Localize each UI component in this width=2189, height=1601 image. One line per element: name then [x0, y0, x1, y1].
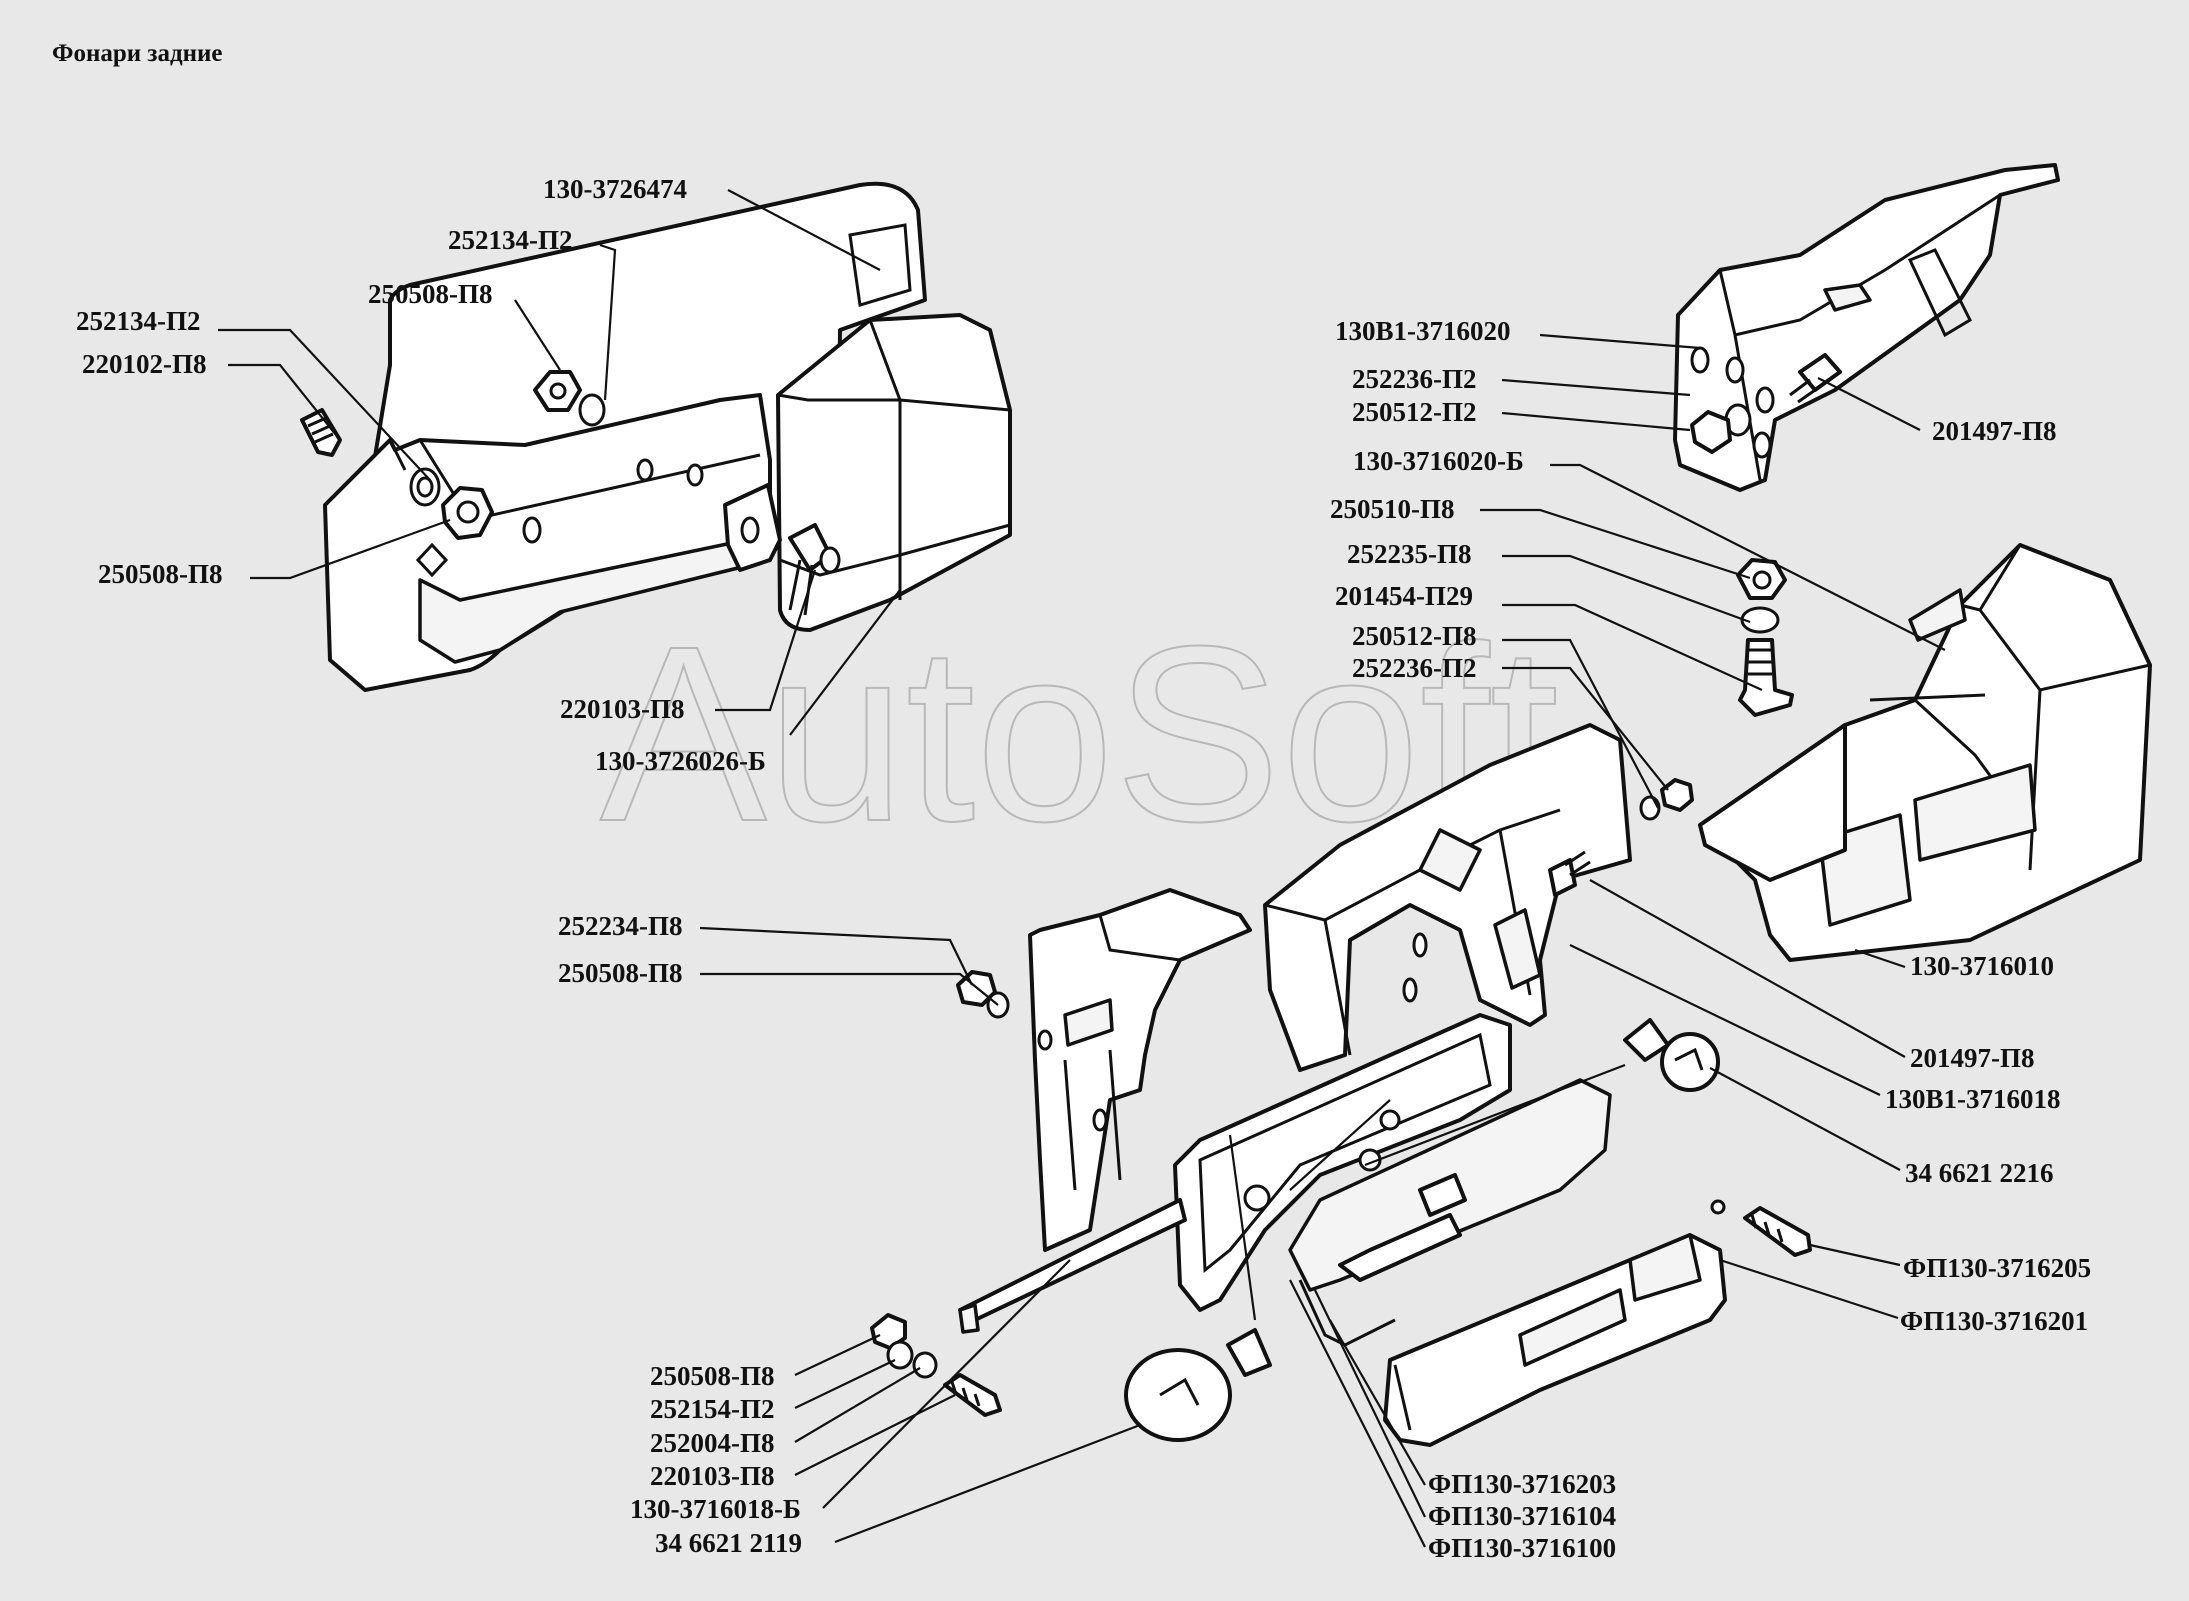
page-title: Фонари задние: [52, 40, 223, 67]
bracket-left-mount: [1028, 888, 1252, 1252]
label-250508-p8-bottom: 250508-П8: [650, 1361, 775, 1391]
bolt-201454-p29: [1738, 638, 1794, 717]
label-fp130-3716104: ФП130-3716104: [1428, 1501, 1616, 1531]
bulb-34-6621-2216: [1623, 1018, 1720, 1092]
label-130-3716010: 130-3716010: [1910, 951, 2054, 981]
label-201454-p29: 201454-П29: [1335, 581, 1473, 611]
part-labels: 130-3726474 252134-П2 250508-П8 252134-П…: [76, 174, 2091, 1563]
bracket-130v1-3716018: [1263, 723, 1632, 1072]
washer-252134-p2-b: [578, 393, 606, 427]
label-130-3726474: 130-3726474: [543, 174, 687, 204]
label-220103-p8-top: 220103-П8: [560, 694, 685, 724]
upper-left-lamp-assembly: [300, 181, 1012, 692]
label-252134-p2-top: 252134-П2: [448, 225, 573, 255]
label-252236-p2-mid: 252236-П2: [1352, 653, 1477, 683]
upper-right-bracket-assembly: [1673, 163, 2060, 492]
label-130v1-3716020: 130В1-3716020: [1335, 316, 1511, 346]
label-250508-p8-left: 250508-П8: [98, 559, 223, 589]
lamp-body-center: [1173, 1013, 1512, 1312]
label-201497-p8-mid: 201497-П8: [1910, 1043, 2035, 1073]
label-250508-p8-mid: 250508-П8: [558, 958, 683, 988]
center-lamp-assembly: [870, 723, 1812, 1447]
label-130v1-3716018: 130В1-3716018: [1885, 1084, 2061, 1114]
label-250512-p8: 250512-П8: [1352, 621, 1477, 651]
gasket-fp130-3716203: [1298, 1279, 1396, 1347]
right-lamp-assembly: [1698, 543, 2152, 962]
label-fp130-3716205: ФП130-3716205: [1903, 1253, 2091, 1283]
label-fp130-3716201: ФП130-3716201: [1900, 1306, 2088, 1336]
label-34-6621-2216: 34 6621 2216: [1905, 1158, 2054, 1188]
label-130-3716018-b: 130-3716018-Б: [630, 1494, 801, 1524]
label-250508-p8-top: 250508-П8: [368, 279, 493, 309]
lamp-130-3716010: [1698, 543, 2152, 962]
label-fp130-3716100: ФП130-3716100: [1428, 1533, 1616, 1563]
label-34-6621-2119: 34 6621 2119: [655, 1528, 802, 1558]
leader-lines: [218, 189, 1946, 1548]
label-252154-p2: 252154-П2: [650, 1394, 775, 1424]
bulb-34-6621-2119: [1124, 1328, 1272, 1442]
label-220102-p8: 220102-П8: [82, 349, 207, 379]
label-252234-p8: 252234-П8: [558, 911, 683, 941]
label-fp130-3716203: ФП130-3716203: [1428, 1469, 1616, 1499]
label-252236-p2-top: 252236-П2: [1352, 364, 1477, 394]
label-130-3716020-b: 130-3716020-Б: [1353, 446, 1524, 476]
label-130-3726026-b: 130-3726026-Б: [595, 746, 766, 776]
label-252235-p8: 252235-П8: [1347, 539, 1472, 569]
label-252134-p2-left: 252134-П2: [76, 306, 201, 336]
label-250510-p8: 250510-П8: [1330, 494, 1455, 524]
label-201497-p8-top: 201497-П8: [1932, 416, 2057, 446]
label-220103-p8-bottom: 220103-П8: [650, 1461, 775, 1491]
label-252004-p8: 252004-П8: [650, 1428, 775, 1458]
label-250512-p2: 250512-П2: [1352, 397, 1477, 427]
